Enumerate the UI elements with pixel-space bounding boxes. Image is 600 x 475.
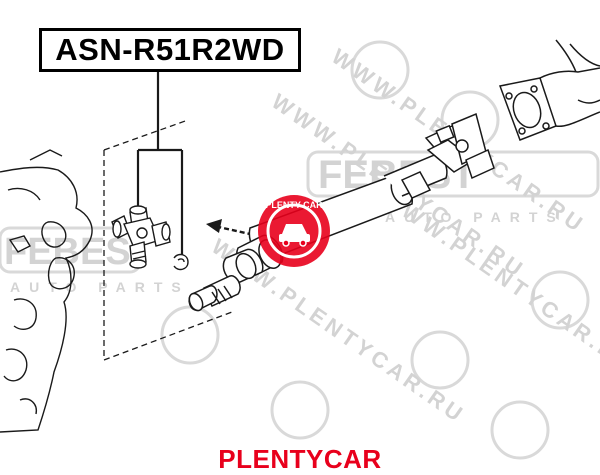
callout-leader xyxy=(136,72,184,258)
watermark-emblem xyxy=(530,270,590,330)
watermark-emblem xyxy=(410,330,470,390)
watermark-emblem xyxy=(490,400,550,460)
part-number-label: ASN-R51R2WD xyxy=(55,32,285,67)
differential-flange xyxy=(498,39,600,141)
badge-text: PLENTY CAR xyxy=(265,200,323,210)
watermark-tagline-right: AUTO PARTS xyxy=(385,209,565,225)
universal-joint-cross xyxy=(111,205,171,269)
exploded-view-frame xyxy=(103,119,233,361)
watermark-tagline-left: AUTO PARTS xyxy=(10,279,190,295)
brand-footer: PLENTYCAR xyxy=(218,444,382,474)
watermark-emblem xyxy=(270,380,330,440)
part-number-box: ASN-R51R2WD xyxy=(39,28,301,72)
watermark-emblem xyxy=(160,305,220,365)
plentycar-badge: PLENTY CAR xyxy=(258,195,330,267)
snap-ring xyxy=(173,253,189,271)
watermark-emblem xyxy=(350,40,410,100)
watermark-logo-text-left: FEBEST xyxy=(4,231,154,273)
transmission-housing xyxy=(0,149,93,433)
